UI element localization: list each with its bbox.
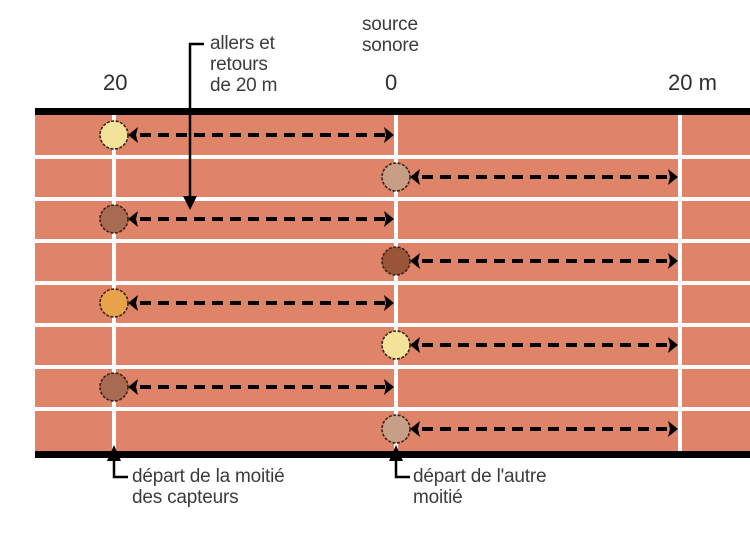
start-other-half-line-2: moitié bbox=[413, 487, 463, 508]
lane-line bbox=[35, 197, 750, 201]
sensor-icon bbox=[99, 204, 129, 234]
lane-line bbox=[35, 365, 750, 369]
start-other-half-marker-arrow-icon bbox=[389, 445, 403, 461]
arrowhead-back-icon bbox=[128, 295, 138, 311]
scale-right-20m: 20 m bbox=[668, 70, 717, 95]
round-trips-pointer-line bbox=[188, 42, 204, 200]
sensor-icon bbox=[381, 330, 411, 360]
lane-line bbox=[35, 407, 750, 411]
start-half-marker-line bbox=[112, 459, 128, 479]
round-trips-label: allers et retours de 20 m bbox=[210, 33, 277, 96]
source-line-2: sonore bbox=[362, 35, 419, 56]
marker-line-20-left bbox=[112, 115, 116, 451]
lane-line bbox=[35, 281, 750, 285]
arrowhead-back-icon bbox=[410, 421, 420, 437]
arrowhead-forward-icon bbox=[384, 127, 394, 143]
source-label: source sonore bbox=[362, 14, 419, 56]
start-half-marker-arrow-icon bbox=[107, 445, 121, 461]
sensor-icon bbox=[99, 372, 129, 402]
start-other-half-label: départ de l'autre moitié bbox=[413, 466, 547, 508]
arrowhead-back-icon bbox=[128, 211, 138, 227]
lane-line bbox=[35, 155, 750, 159]
start-other-half-marker-line bbox=[394, 459, 410, 479]
arrowhead-forward-icon bbox=[384, 211, 394, 227]
start-other-half-line-1: départ de l'autre bbox=[413, 466, 547, 487]
sensor-icon bbox=[99, 120, 129, 150]
arrowhead-forward-icon bbox=[384, 295, 394, 311]
start-half-line-2: des capteurs bbox=[132, 487, 239, 508]
arrowhead-back-icon bbox=[410, 169, 420, 185]
round-trips-line-2: retours bbox=[210, 54, 268, 75]
round-trips-pointer-arrow-icon bbox=[183, 196, 197, 210]
sensor-icon bbox=[381, 162, 411, 192]
marker-line-0 bbox=[394, 115, 398, 451]
source-line-1: source bbox=[362, 14, 418, 35]
round-trips-line-3: de 20 m bbox=[210, 75, 278, 96]
sensor-icon bbox=[99, 288, 129, 318]
arrowhead-forward-icon bbox=[668, 169, 678, 185]
lane-line bbox=[35, 239, 750, 243]
marker-line-20-right bbox=[678, 115, 682, 451]
lane-line bbox=[35, 323, 750, 327]
arrowhead-back-icon bbox=[128, 127, 138, 143]
scale-zero: 0 bbox=[385, 70, 398, 95]
arrowhead-forward-icon bbox=[384, 379, 394, 395]
arrowhead-back-icon bbox=[128, 379, 138, 395]
sensor-icon bbox=[381, 414, 411, 444]
start-half-label: départ de la moitié des capteurs bbox=[132, 466, 285, 508]
round-trips-line-1: allers et bbox=[210, 33, 275, 54]
arrowhead-forward-icon bbox=[668, 421, 678, 437]
scale-left-20: 20 bbox=[103, 70, 128, 95]
arrowhead-forward-icon bbox=[668, 337, 678, 353]
sensor-icon bbox=[381, 246, 411, 276]
arrowhead-back-icon bbox=[410, 253, 420, 269]
track-top-border bbox=[35, 108, 750, 115]
arrowhead-back-icon bbox=[410, 337, 420, 353]
arrowhead-forward-icon bbox=[668, 253, 678, 269]
start-half-line-1: départ de la moitié bbox=[132, 466, 285, 487]
